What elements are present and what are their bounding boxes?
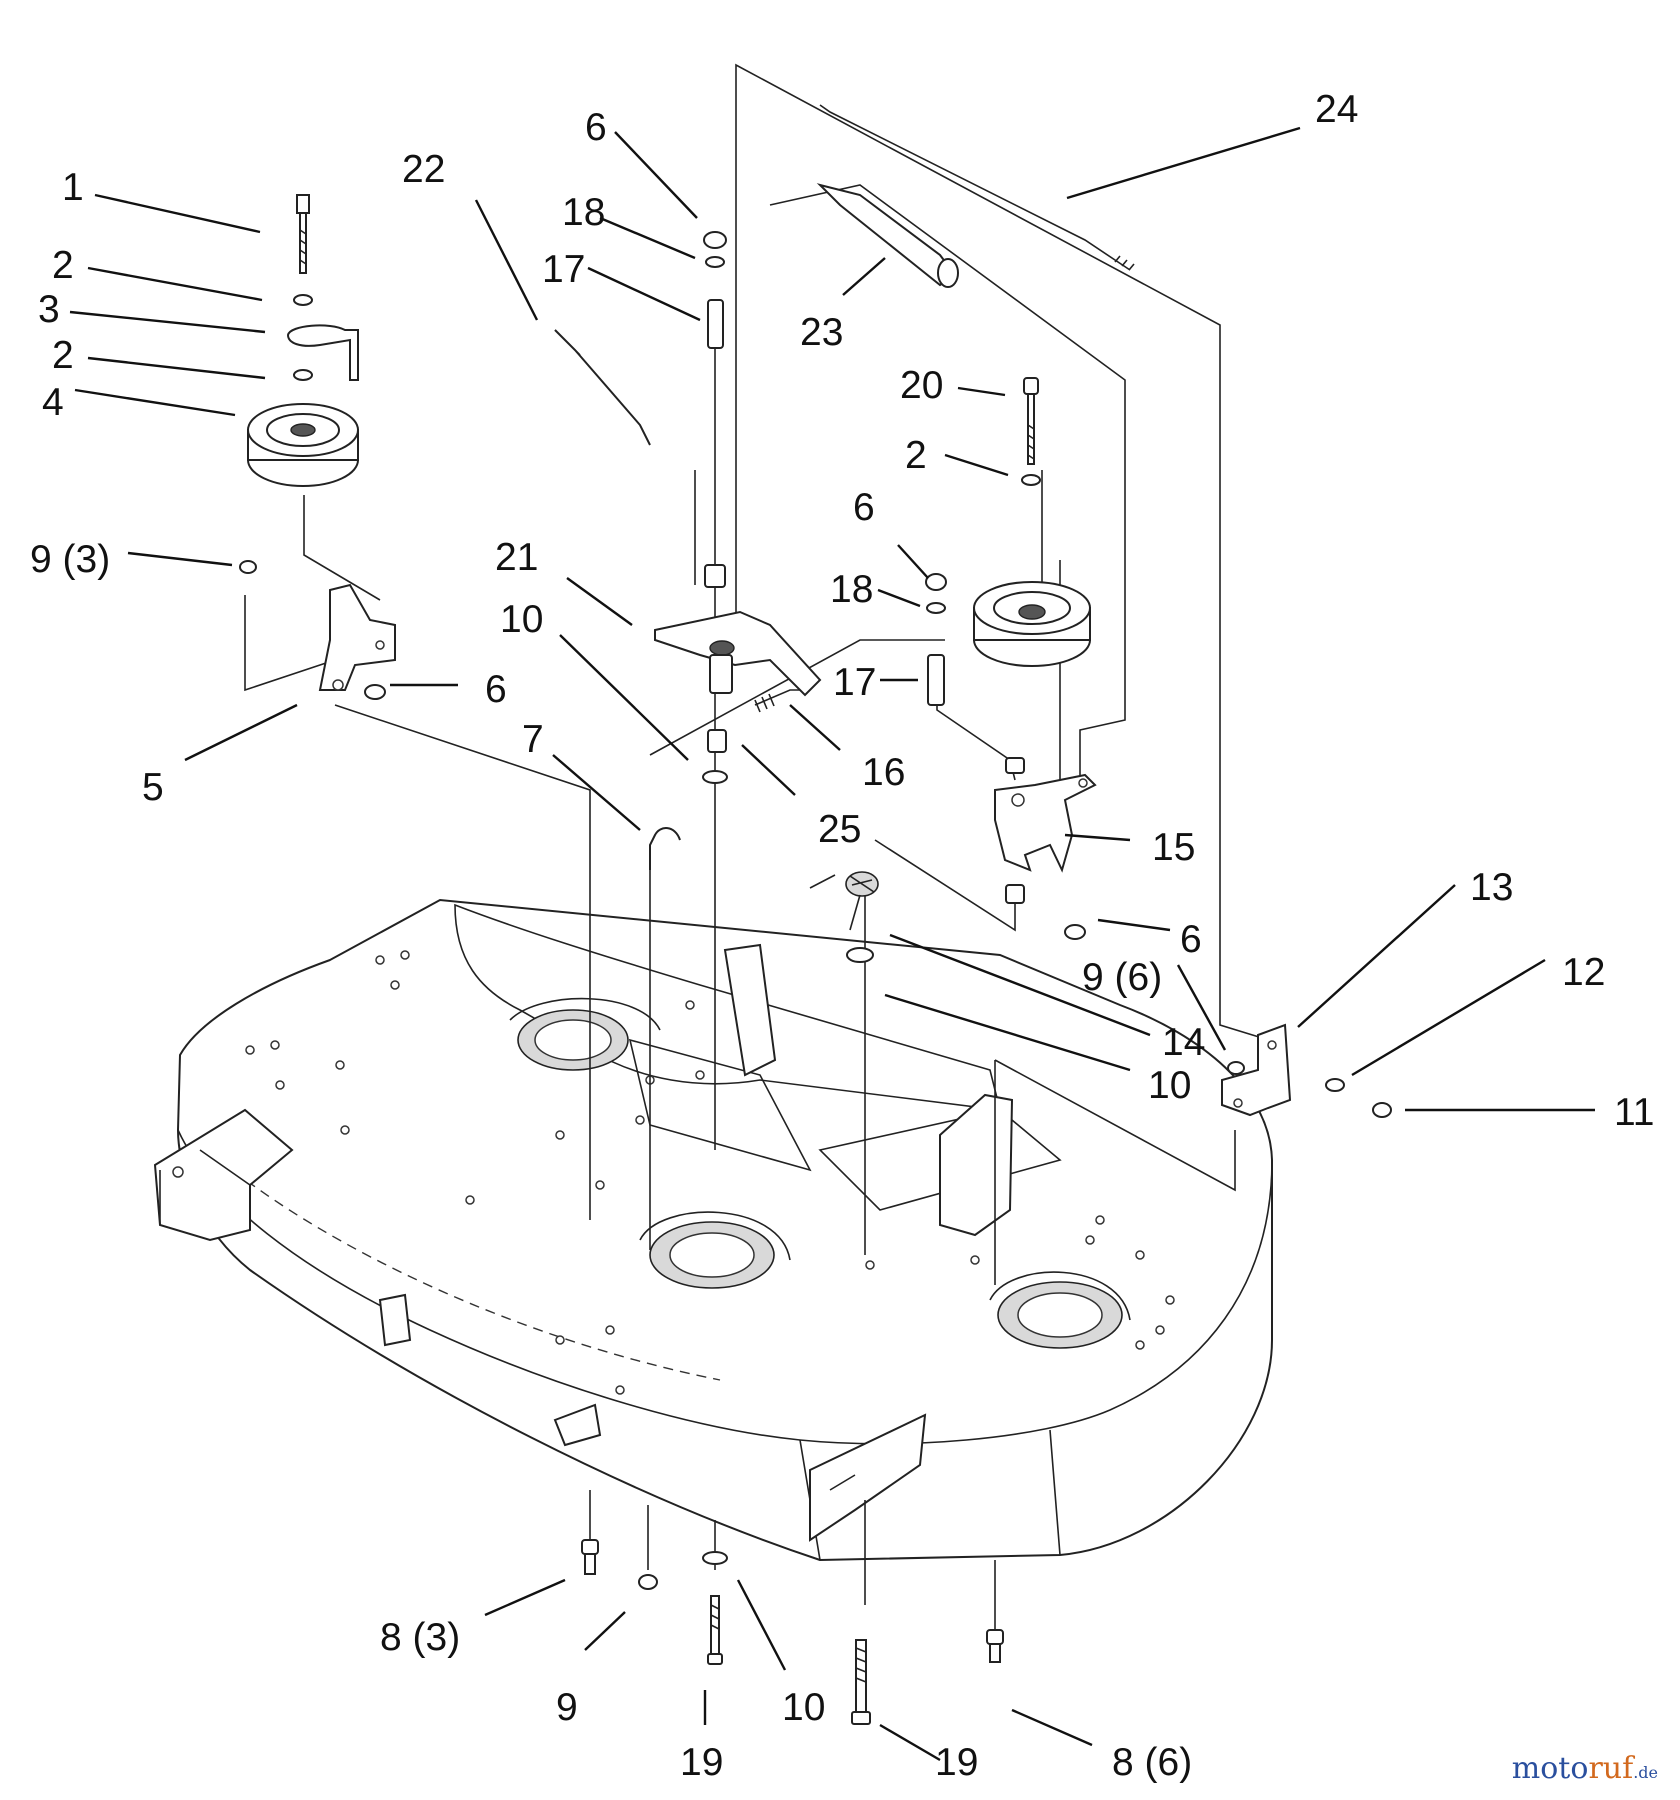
part-13-bracket bbox=[1221, 1023, 1292, 1117]
callout-1: 1 bbox=[62, 166, 84, 209]
callout-3: 3 bbox=[38, 288, 60, 331]
callout-16: 16 bbox=[862, 751, 905, 794]
callout-18: 18 bbox=[562, 191, 605, 234]
callout-22: 22 bbox=[402, 148, 445, 191]
callout-2: 2 bbox=[52, 334, 74, 377]
callout-6: 6 bbox=[853, 486, 875, 529]
callout-19: 19 bbox=[935, 1741, 978, 1784]
part-8-bolt-b bbox=[986, 1629, 1004, 1663]
part-19-bolt-a bbox=[707, 1595, 723, 1665]
part-10-washer-left bbox=[702, 770, 728, 784]
callout-7: 7 bbox=[522, 718, 544, 761]
part-17-spacer-mid bbox=[927, 654, 945, 706]
part-6-nut-top bbox=[703, 231, 727, 249]
callout-5: 5 bbox=[142, 766, 164, 809]
part-pulley-right bbox=[973, 581, 1091, 667]
part-19-bolt-b bbox=[851, 1639, 871, 1725]
part-18-washer-mid bbox=[926, 602, 946, 614]
part-6-nut-mid bbox=[925, 573, 947, 591]
callout-19: 19 bbox=[680, 1741, 723, 1784]
callout-12: 12 bbox=[1562, 951, 1605, 994]
part-6-nut-lower bbox=[1064, 924, 1086, 940]
part-9-nut-bottom bbox=[638, 1574, 658, 1590]
part-22-rod bbox=[554, 329, 651, 446]
part-25-bushing bbox=[707, 729, 727, 753]
callout-15: 15 bbox=[1152, 826, 1195, 869]
part-10-washer-right bbox=[846, 947, 874, 963]
callout-11: 11 bbox=[1614, 1091, 1655, 1134]
part-8-bolt-a bbox=[581, 1539, 599, 1575]
callout-21: 21 bbox=[495, 536, 538, 579]
callout-10: 10 bbox=[782, 1686, 825, 1729]
callout-23: 23 bbox=[800, 311, 843, 354]
part-16-spring bbox=[754, 689, 800, 713]
callout-17: 17 bbox=[833, 661, 876, 704]
callout-6: 6 bbox=[1180, 918, 1202, 961]
callout-20: 20 bbox=[900, 364, 943, 407]
part-3-idler-arm bbox=[286, 324, 359, 381]
callout-4: 4 bbox=[42, 381, 64, 424]
callout-10: 10 bbox=[1148, 1064, 1191, 1107]
part-11-nut bbox=[1372, 1102, 1392, 1118]
callout-10: 10 bbox=[500, 598, 543, 641]
callout-14: 14 bbox=[1162, 1021, 1205, 1064]
part-23-damper bbox=[816, 183, 959, 288]
part-1-bolt bbox=[296, 194, 310, 274]
callout-13: 13 bbox=[1470, 866, 1513, 909]
watermark-part-1: moto bbox=[1511, 1751, 1589, 1786]
part-15-idler-bracket bbox=[994, 757, 1097, 904]
callout-24: 24 bbox=[1315, 88, 1358, 131]
part-4-pulley bbox=[247, 403, 359, 487]
part-5-bracket bbox=[318, 583, 396, 691]
part-6-nut-bracket bbox=[364, 684, 386, 700]
part-12-washer bbox=[1325, 1078, 1345, 1092]
callout-9-qty-3: 9 (3) bbox=[30, 538, 110, 581]
part-18-washer-top bbox=[705, 256, 725, 268]
callout-2: 2 bbox=[905, 434, 927, 477]
callout-18: 18 bbox=[830, 568, 873, 611]
callout-6: 6 bbox=[485, 668, 507, 711]
callout-9-qty-6: 9 (6) bbox=[1082, 956, 1162, 999]
watermark-part-2: ruf bbox=[1588, 1751, 1634, 1786]
part-9-nut-left bbox=[239, 560, 257, 574]
part-2-washer-upper bbox=[293, 294, 313, 306]
part-7-rod bbox=[649, 827, 681, 870]
callout-8-qty-6: 8 (6) bbox=[1112, 1741, 1192, 1784]
callout-labels: 1 2 3 2 4 9 (3) 5 6 22 6 18 17 21 10 7 2… bbox=[30, 88, 1655, 1784]
part-24-long-rod bbox=[819, 104, 1135, 271]
part-10-washer-bottom bbox=[702, 1551, 728, 1565]
callout-2: 2 bbox=[52, 244, 74, 287]
part-17-spacer-top bbox=[707, 299, 724, 349]
callout-8-qty-3: 8 (3) bbox=[380, 1616, 460, 1659]
callout-17: 17 bbox=[542, 248, 585, 291]
mower-deck-housing bbox=[153, 898, 1273, 1562]
part-9-nut-right bbox=[1227, 1061, 1245, 1075]
callout-leaders bbox=[69, 126, 1595, 1762]
part-2-washer-right bbox=[1021, 474, 1041, 486]
part-14-spring bbox=[809, 871, 879, 931]
watermark-logo: motoruf.de bbox=[1512, 1751, 1658, 1786]
watermark-part-3: .de bbox=[1633, 1763, 1658, 1782]
part-2-washer-lower bbox=[293, 369, 313, 381]
callout-25: 25 bbox=[818, 808, 861, 851]
part-21-pivot-plate bbox=[654, 564, 822, 697]
part-20-bolt bbox=[1023, 377, 1039, 465]
callout-6: 6 bbox=[585, 106, 607, 149]
callout-9: 9 bbox=[556, 1686, 578, 1729]
